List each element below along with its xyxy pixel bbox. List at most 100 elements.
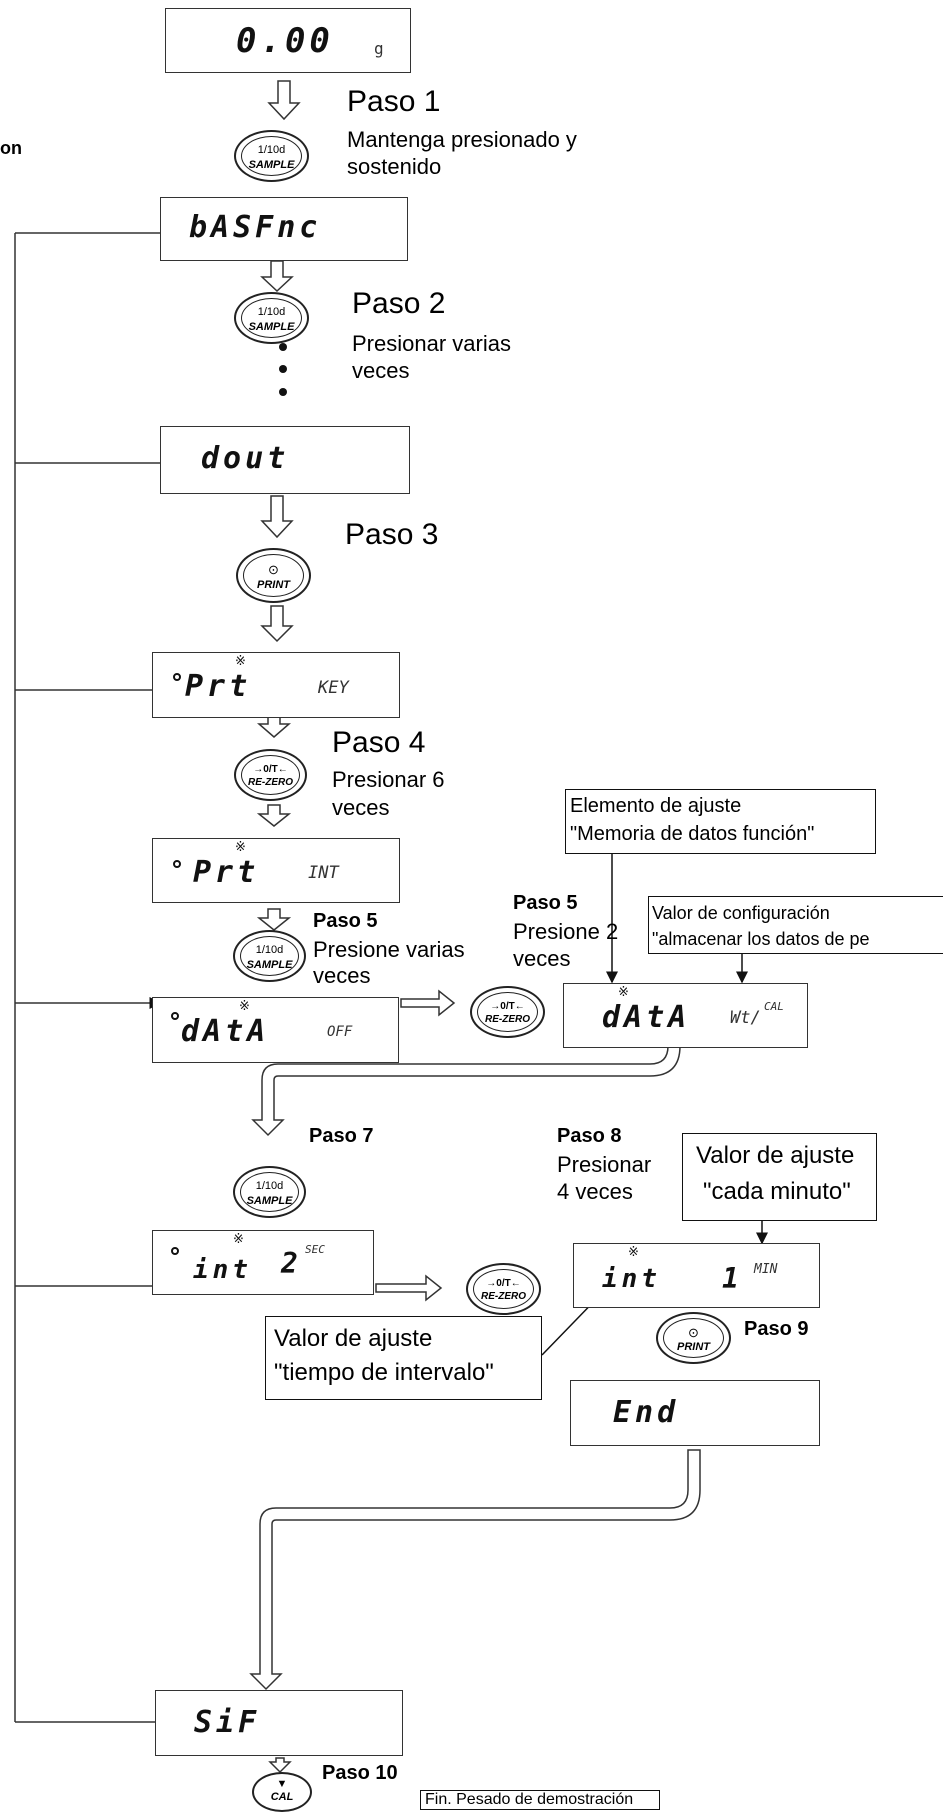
cal-button-top: ▼	[276, 1778, 288, 1790]
rezero-button-1[interactable]: →0/T← RE-ZERO	[234, 749, 307, 801]
cal-button[interactable]: ▼ CAL	[252, 1772, 312, 1812]
display-basfnc: bASFnc	[160, 197, 408, 261]
callout-every-minute-line2: "cada minuto"	[703, 1178, 851, 1205]
display-basfnc-text: bASFnc	[189, 210, 322, 245]
print-button-1-bottom: PRINT	[257, 579, 290, 591]
callout-interval-time-line2: "tiempo de intervalo"	[274, 1359, 494, 1386]
indicator-dot	[173, 673, 181, 681]
step-4-text-1: Presionar 6	[332, 767, 445, 792]
step-8-text-1: Presionar	[557, 1152, 652, 1177]
print-button-1-top: ⊙	[268, 562, 279, 577]
step-1-text-2: sostenido	[347, 154, 442, 179]
sample-button-1-bottom: SAMPLE	[248, 159, 295, 171]
sample-button-1[interactable]: 1/10d SAMPLE	[234, 130, 309, 182]
step-4-title: Paso 4	[332, 726, 426, 759]
step-8-title: Paso 8	[557, 1125, 622, 1147]
display-sif-text: SiF	[194, 1705, 261, 1740]
display-data-wt-value: Wt/	[730, 1008, 761, 1028]
display-int-1min-unit: MIN	[754, 1262, 778, 1277]
rezero-button-3-bottom: RE-ZERO	[481, 1291, 526, 1302]
display-int-2sec-text: int	[193, 1255, 252, 1285]
sample-button-2-bottom: SAMPLE	[248, 321, 295, 333]
cutoff-label: on	[0, 138, 22, 158]
display-int-1min-value: 1	[722, 1262, 743, 1295]
step-5a-text-1: Presione varias	[313, 937, 465, 962]
sample-button-2[interactable]: 1/10d SAMPLE	[234, 292, 309, 344]
sample-button-1-top: 1/10d	[257, 144, 286, 156]
step-5a-title: Paso 5	[313, 910, 378, 932]
step-2-text-2: veces	[352, 358, 410, 383]
step-2-text-1: Presionar varias	[352, 331, 511, 356]
display-end-text: End	[613, 1395, 680, 1430]
callout-config-value: Valor de configuración "almacenar los da…	[648, 896, 943, 954]
callout-config-value-line1: Valor de configuración	[652, 903, 830, 923]
rezero-button-2[interactable]: →0/T← RE-ZERO	[470, 986, 545, 1038]
print-button-1[interactable]: ⊙ PRINT	[236, 548, 311, 603]
blink-icon: ※	[235, 840, 246, 855]
step-4-text-2: veces	[332, 795, 390, 820]
step-3-title: Paso 3	[345, 518, 439, 551]
display-data-off-text: dAtA	[181, 1014, 270, 1049]
sample-button-2-top: 1/10d	[257, 306, 286, 318]
display-weight-value: 0.00	[236, 21, 334, 61]
display-data-off: ※ dAtA OFF	[152, 997, 399, 1063]
display-data-wt-text: dAtA	[602, 1000, 691, 1035]
rezero-button-2-bottom: RE-ZERO	[485, 1014, 530, 1025]
rezero-button-2-top: →0/T←	[490, 1001, 525, 1012]
callout-every-minute-line1: Valor de ajuste	[696, 1142, 855, 1169]
display-data-wt: ※ dAtA Wt/ CAL	[563, 983, 808, 1048]
display-prt-int: ※ Prt INT	[152, 838, 400, 903]
rezero-button-3[interactable]: →0/T← RE-ZERO	[466, 1263, 541, 1315]
step-10-title: Paso 10	[322, 1762, 398, 1784]
step-5b-text-1: Presione 2	[513, 919, 619, 944]
callout-every-minute: Valor de ajuste "cada minuto"	[682, 1133, 877, 1221]
display-dout-text: dout	[201, 441, 290, 476]
callout-end-demo-text: Fin. Pesado de demostración	[425, 1791, 634, 1808]
callout-interval-time: Valor de ajuste "tiempo de intervalo"	[265, 1316, 542, 1400]
display-sif: SiF	[155, 1690, 403, 1756]
rezero-button-1-top: →0/T←	[253, 764, 288, 775]
cal-button-bottom: CAL	[270, 1791, 294, 1803]
indicator-dot	[171, 1012, 179, 1020]
display-int-2sec: ※ int 2 SEC	[152, 1230, 374, 1295]
blink-icon: ※	[235, 654, 246, 669]
callout-interval-time-line1: Valor de ajuste	[274, 1325, 433, 1352]
blink-icon: ※	[628, 1245, 639, 1260]
display-int-2sec-unit: SEC	[305, 1243, 325, 1256]
display-prt-key: ※ Prt KEY	[152, 652, 400, 718]
display-prt-int-value: INT	[308, 863, 339, 883]
callout-setting-item: Elemento de ajuste "Memoria de datos fun…	[565, 789, 876, 854]
sample-button-4-bottom: SAMPLE	[246, 1195, 293, 1207]
sample-button-4[interactable]: 1/10d SAMPLE	[233, 1166, 306, 1218]
sample-button-3-top: 1/10d	[255, 944, 284, 956]
print-button-2[interactable]: ⊙ PRINT	[656, 1312, 731, 1364]
blink-icon: ※	[239, 999, 250, 1014]
display-prt-key-text: Prt	[185, 669, 252, 704]
callout-config-value-line2: "almacenar los datos de pe	[652, 929, 870, 949]
blink-icon: ※	[233, 1232, 244, 1247]
step-9-title: Paso 9	[744, 1318, 809, 1340]
sample-button-3-bottom: SAMPLE	[246, 959, 293, 971]
callout-end-demo: Fin. Pesado de demostración	[420, 1790, 660, 1810]
display-dout: dout	[160, 426, 410, 494]
blink-icon: ※	[618, 985, 629, 1000]
callout-setting-item-line2: "Memoria de datos función"	[570, 823, 815, 845]
step-8-text-2: 4 veces	[557, 1179, 633, 1204]
step-5b-title: Paso 5	[513, 892, 578, 914]
print-button-2-top: ⊙	[688, 1325, 699, 1340]
display-data-off-value: OFF	[327, 1024, 353, 1040]
sample-button-3[interactable]: 1/10d SAMPLE	[233, 930, 306, 982]
step-1-text-1: Mantenga presionado y	[347, 127, 577, 152]
rezero-button-1-bottom: RE-ZERO	[248, 777, 293, 788]
display-int-1min-text: int	[602, 1264, 661, 1294]
step-5a-text-2: veces	[313, 963, 371, 988]
step-7-title: Paso 7	[309, 1125, 374, 1147]
indicator-dot	[171, 1247, 179, 1255]
step-1-title: Paso 1	[347, 85, 441, 118]
display-prt-int-text: Prt	[193, 855, 260, 890]
print-button-2-bottom: PRINT	[677, 1341, 710, 1353]
display-weight-unit: g	[374, 39, 384, 58]
rezero-button-3-top: →0/T←	[486, 1278, 521, 1289]
display-prt-key-value: KEY	[318, 678, 349, 698]
